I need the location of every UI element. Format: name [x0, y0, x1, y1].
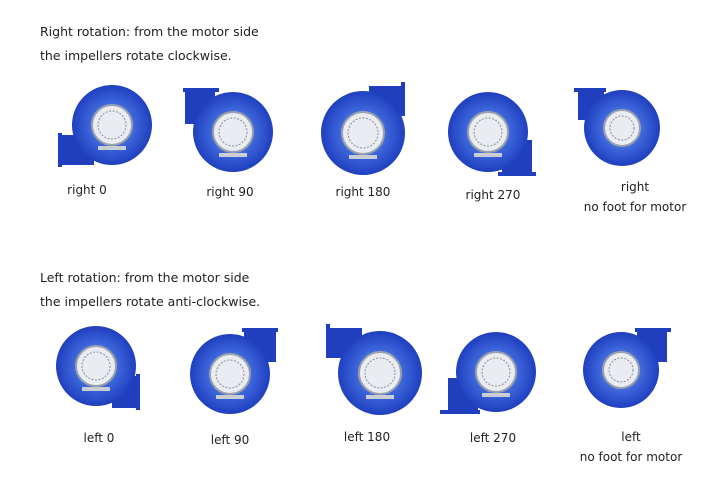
fan-housing-icon — [183, 88, 273, 172]
label-right-0: right 0 — [67, 183, 107, 197]
fan-right-270 — [440, 82, 550, 192]
label-right-270: right 270 — [465, 188, 521, 202]
fan-left-270 — [438, 322, 548, 432]
fan-right-no-foot — [570, 82, 680, 192]
fan-housing-icon — [190, 328, 278, 414]
fan-housing-icon — [326, 324, 422, 415]
left-heading-line1: Left rotation: from the motor side — [40, 270, 250, 285]
fan-right-0 — [50, 73, 160, 183]
fan-right-90 — [175, 82, 285, 192]
label-right-no-foot: right no foot for motor — [583, 180, 687, 214]
fan-housing-icon — [448, 92, 536, 176]
right-heading-line2: the impellers rotate clockwise. — [40, 48, 232, 63]
fan-left-90 — [182, 322, 292, 432]
fan-housing-icon — [58, 85, 152, 167]
label-left-180: left 180 — [343, 430, 391, 444]
fan-right-180 — [315, 78, 425, 188]
label-left-90: left 90 — [210, 433, 250, 447]
right-rotation-heading: Right rotation: from the motor side the … — [40, 20, 259, 68]
label-right-180: right 180 — [335, 185, 391, 199]
fan-housing-icon — [583, 328, 671, 408]
label-left-270: left 270 — [469, 431, 517, 445]
fan-housing-icon — [56, 326, 140, 410]
fan-housing-icon — [321, 82, 405, 175]
fan-housing-icon — [574, 88, 660, 166]
fan-housing-icon — [440, 332, 536, 414]
label-left-no-foot: left no foot for motor — [579, 430, 683, 464]
right-heading-line1: Right rotation: from the motor side — [40, 24, 259, 39]
label-right-90: right 90 — [206, 185, 254, 199]
fan-left-no-foot — [575, 322, 685, 432]
label-left-0: left 0 — [83, 431, 115, 445]
fan-left-180 — [320, 318, 430, 428]
left-heading-line2: the impellers rotate anti-clockwise. — [40, 294, 261, 309]
left-rotation-heading: Left rotation: from the motor side the i… — [40, 266, 260, 314]
fan-left-0 — [50, 318, 160, 428]
